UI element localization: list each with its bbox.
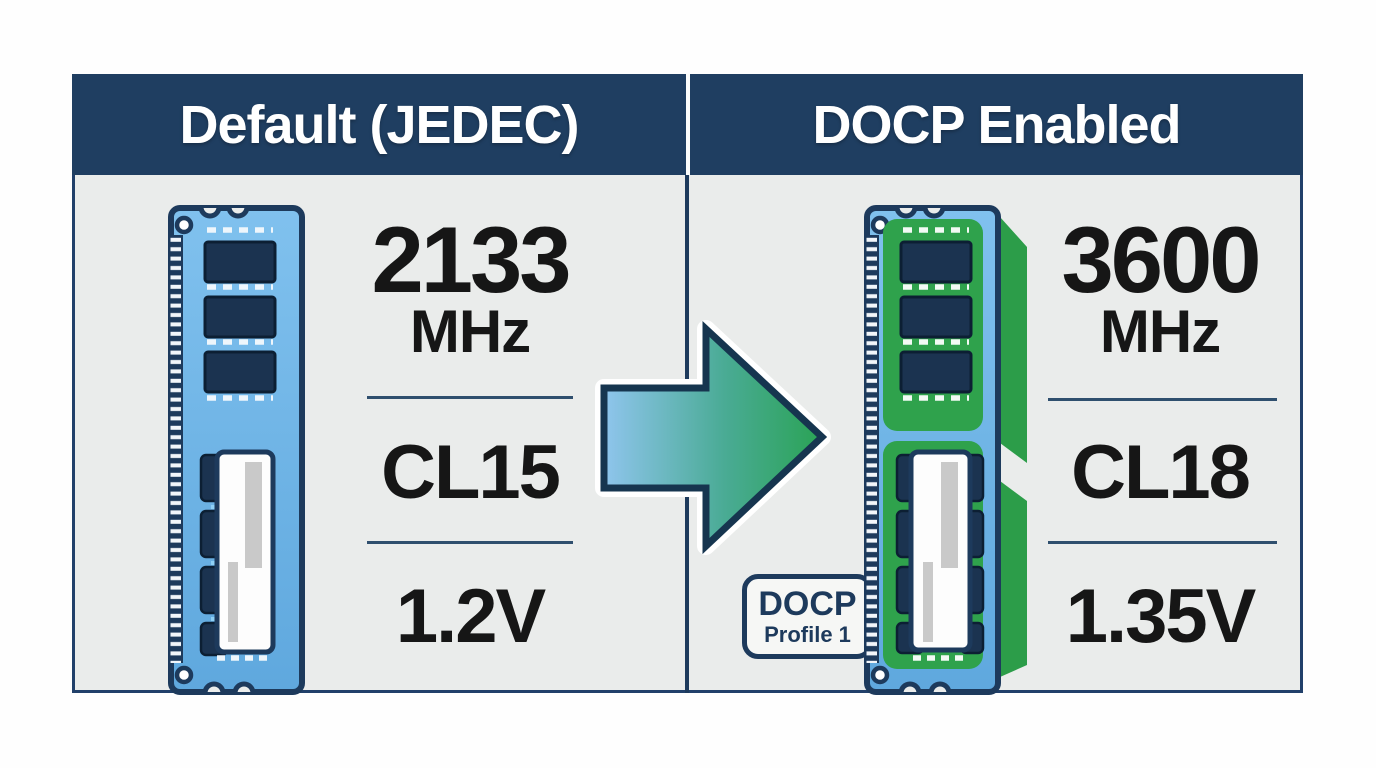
- docp-cas-latency: CL18: [1071, 430, 1251, 515]
- badge-subtitle: Profile 1: [764, 622, 851, 647]
- docp-voltage: 1.35V: [1065, 574, 1257, 659]
- header-gap-divider: [686, 74, 690, 175]
- green-ribbon-bottom: [1000, 481, 1027, 677]
- docp-speed-unit: MHz: [1099, 298, 1221, 365]
- docp-divider-1: [1048, 398, 1277, 401]
- badge-title: DOCP: [758, 585, 857, 623]
- header-default-jedec: Default (JEDEC): [72, 74, 686, 175]
- docp-speed-value: 3600: [1061, 207, 1261, 312]
- jedec-cas-latency: CL15: [381, 430, 561, 515]
- ram-module-default-icon: [168, 205, 305, 695]
- docp-divider-2: [1048, 541, 1277, 544]
- jedec-voltage: 1.2V: [395, 574, 546, 659]
- jedec-divider-2: [367, 541, 573, 544]
- transition-arrow-icon: [595, 320, 831, 555]
- jedec-speed-unit: MHz: [409, 298, 531, 365]
- jedec-divider-1: [367, 396, 573, 399]
- jedec-speed-value: 2133: [371, 207, 571, 312]
- green-ribbon-top: [1000, 217, 1027, 463]
- docp-profile-badge: DOCP Profile 1: [742, 574, 873, 659]
- header-docp-enabled: DOCP Enabled: [690, 74, 1303, 175]
- ram-module-docp-icon: [864, 205, 1027, 695]
